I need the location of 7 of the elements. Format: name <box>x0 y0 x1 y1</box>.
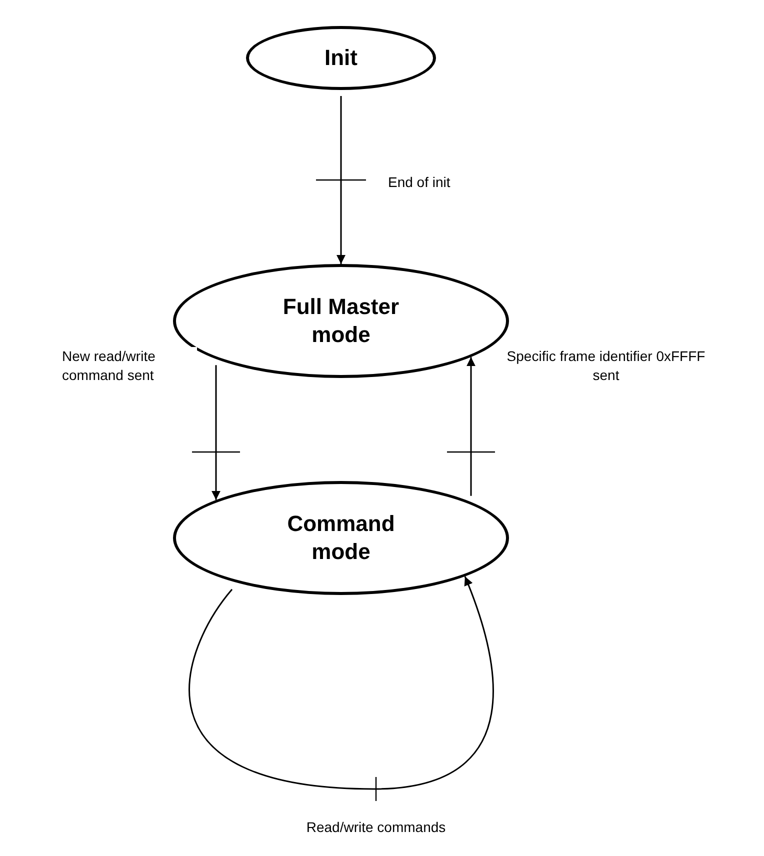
state-name: Init <box>324 44 358 72</box>
arrow <box>466 357 476 496</box>
arrow <box>336 96 346 264</box>
arrow <box>188 576 494 790</box>
state-name: Command mode <box>286 510 396 566</box>
state-name: Full Master mode <box>282 293 400 349</box>
arrow <box>212 365 220 500</box>
